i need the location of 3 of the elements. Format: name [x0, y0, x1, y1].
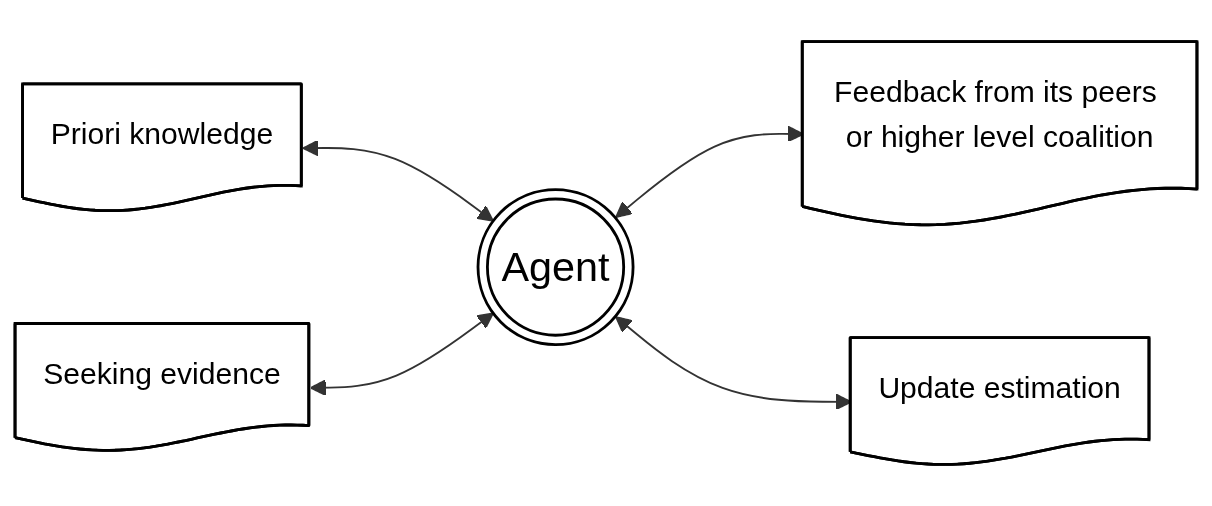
node-circle: Agent [476, 188, 635, 347]
arrow [302, 139, 494, 222]
arrow [309, 312, 494, 396]
